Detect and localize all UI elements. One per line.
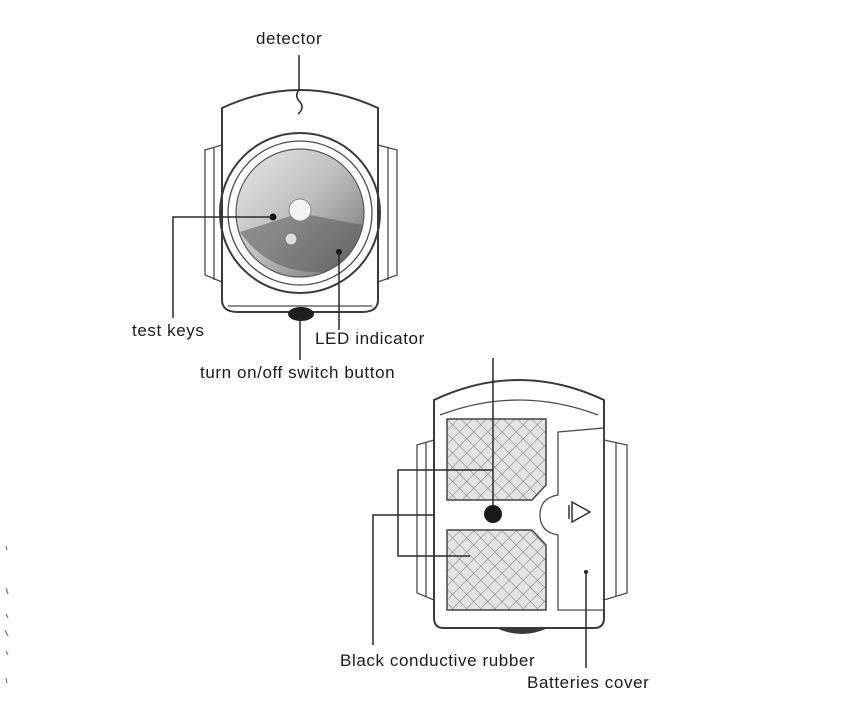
rubber-pad-bottom xyxy=(446,529,547,611)
test-keys-leader xyxy=(172,216,273,318)
batteries-cover-label: Batteries cover xyxy=(527,673,650,692)
conductive-dot xyxy=(484,505,502,523)
lens-outer-ring xyxy=(219,132,381,294)
detector-lead xyxy=(296,55,303,115)
back-body xyxy=(433,379,605,629)
switch-button xyxy=(288,307,314,321)
detector-label: detector xyxy=(256,29,323,48)
rubber-leader-bracket xyxy=(397,469,493,557)
switch-button-label: turn on/off switch button xyxy=(200,363,396,382)
battery-cover-arrow-icon xyxy=(571,500,592,524)
back-bottom-bump xyxy=(496,628,548,634)
detector-lens xyxy=(288,198,312,222)
edge-marks xyxy=(4,545,9,684)
logo-mark xyxy=(284,232,298,246)
battery-cover xyxy=(539,427,605,611)
back-view xyxy=(372,358,628,668)
rubber-leader-main xyxy=(372,514,434,645)
front-view xyxy=(172,55,398,360)
rubber-pad-top xyxy=(446,418,547,501)
test-keys-label: test keys xyxy=(132,321,205,340)
front-body xyxy=(221,89,379,313)
conductive-rubber-label: Black conductive rubber xyxy=(340,651,536,670)
led-indicator-label: LED indicator xyxy=(315,329,425,348)
